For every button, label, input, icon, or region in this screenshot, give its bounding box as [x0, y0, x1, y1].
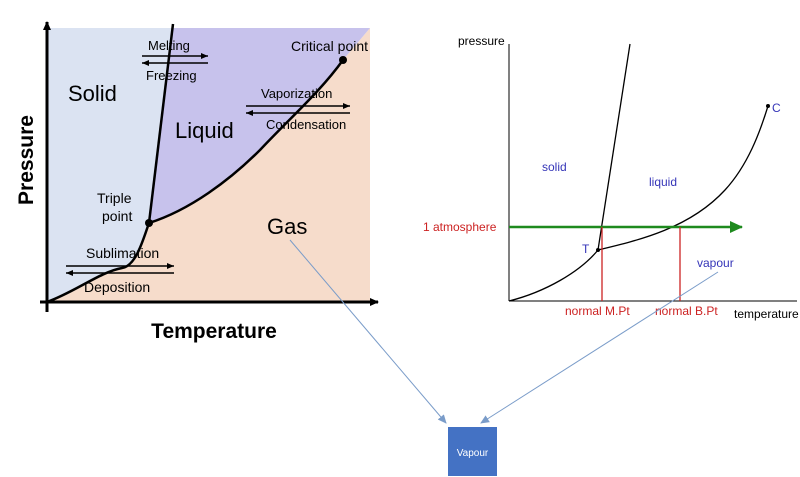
sublimation-curve: [46, 222, 151, 304]
freezing-label: Freezing: [146, 68, 197, 83]
melting-point-label: normal M.Pt: [565, 304, 630, 318]
melting-label: Melting: [148, 38, 190, 53]
right-triple-label: T: [582, 242, 590, 256]
right-phase-diagram: pressure temperature 1 atmosphere normal…: [423, 34, 799, 321]
right-critical-label: C: [772, 101, 781, 115]
right-liquid-label: liquid: [649, 175, 677, 189]
right-triple-point-marker: [596, 248, 600, 252]
critical-point-marker: [339, 56, 347, 64]
condensation-label: Condensation: [266, 117, 346, 132]
solid-region: [47, 28, 173, 302]
right-solid-label: solid: [542, 160, 567, 174]
gas-region: [47, 28, 370, 302]
gas-label: Gas: [267, 214, 307, 239]
triple-point-label-line1: Triple: [97, 190, 132, 206]
right-vaporization-curve: [597, 105, 769, 251]
vapour-box: Vapour: [448, 427, 497, 476]
left-y-axis-label: Pressure: [15, 115, 38, 205]
left-phase-diagram: Solid Liquid Gas Critical point Triple p…: [15, 21, 379, 343]
vaporization-label: Vaporization: [261, 86, 332, 101]
atmosphere-label: 1 atmosphere: [423, 220, 497, 234]
gas-connector-arrow: [289, 239, 447, 424]
right-x-axis-label: temperature: [734, 307, 799, 321]
deposition-label: Deposition: [84, 279, 150, 295]
right-y-axis-label: pressure: [458, 34, 505, 48]
left-x-axis-label: Temperature: [151, 320, 277, 343]
vapour-box-label: Vapour: [457, 448, 489, 459]
critical-point-label: Critical point: [291, 38, 368, 54]
triple-point-marker: [145, 219, 153, 227]
solid-label: Solid: [68, 81, 117, 106]
vaporization-curve: [148, 59, 345, 225]
right-sublimation-curve: [508, 249, 599, 302]
vapour-box-rect: [448, 427, 497, 476]
right-critical-point-marker: [766, 104, 770, 108]
liquid-label: Liquid: [175, 118, 234, 143]
liquid-region: [149, 28, 370, 223]
boiling-point-label: normal B.Pt: [655, 304, 718, 318]
melting-curve: [147, 23, 175, 224]
right-melting-curve: [597, 43, 631, 251]
triple-point-label-line2: point: [102, 208, 132, 224]
vapour-connector-arrow: [480, 271, 719, 424]
right-vapour-label: vapour: [697, 256, 734, 270]
sublimation-label: Sublimation: [86, 245, 159, 261]
